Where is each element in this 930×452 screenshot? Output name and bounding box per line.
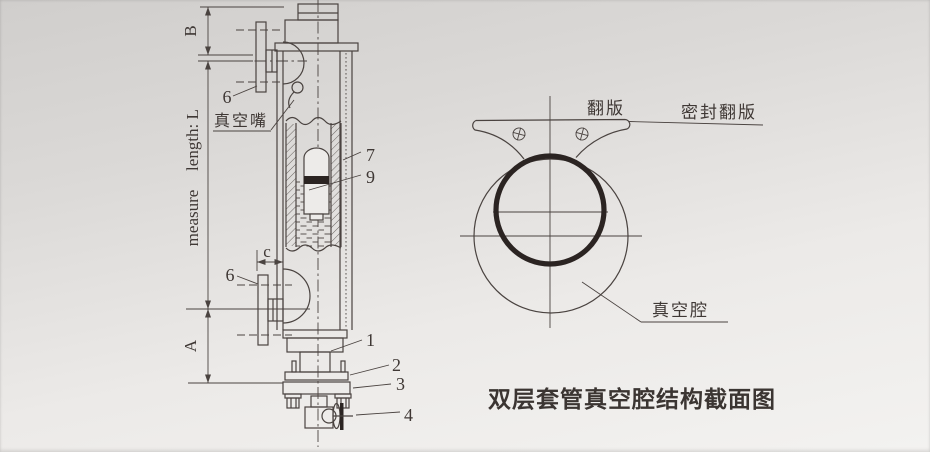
outer-tube-circle [473, 158, 629, 314]
flange-plate-3 [282, 381, 351, 395]
side-view: B length: L measure A [181, 0, 413, 447]
part-7-leader [342, 151, 362, 161]
dimension-c: c [256, 242, 283, 271]
bolt-nut-left [284, 393, 302, 409]
float [303, 147, 330, 221]
lower-weld-boss [282, 268, 311, 324]
part-label-3: 3 [396, 374, 405, 394]
flange-plate-2 [284, 371, 349, 381]
part-label-4: 4 [404, 405, 413, 425]
top-cap [274, 3, 359, 52]
part-label-9: 9 [366, 167, 375, 187]
dimension-label-c: c [263, 242, 271, 261]
sealed-flap-label: 密封翻版 [681, 103, 757, 122]
section-view: 翻版 密封翻版 真空腔 [460, 96, 764, 328]
bolt-stud-left [291, 360, 297, 373]
dimension-label-a: A [181, 339, 200, 352]
vacuum-chamber-leader [581, 281, 642, 323]
upper-flange [233, 21, 307, 93]
part-label-6-top: 6 [223, 87, 232, 107]
screw-right [575, 127, 589, 141]
sealed-flap-underline [628, 121, 764, 126]
float-magnet-band [304, 176, 329, 184]
caption: 双层套管真空腔结构截面图 [488, 386, 776, 412]
break-line-top [285, 116, 342, 126]
part-6-top-leader [232, 85, 258, 97]
dimension-label-length: length: L [183, 109, 202, 171]
inner-tube-circle [493, 153, 607, 267]
tube-bottom-plate [282, 329, 348, 339]
flap-label: 翻版 [587, 99, 625, 118]
upper-weld-boss [282, 41, 305, 85]
vacuum-nozzle-leader [270, 99, 295, 131]
upper-flange-plate [255, 21, 267, 93]
part-2-leader [349, 364, 390, 376]
bolt-stud-right [340, 360, 346, 373]
dimension-label-measure: measure [183, 190, 202, 247]
part-label-1: 1 [366, 330, 375, 350]
part-label-6-bottom: 6 [226, 265, 235, 285]
drain-valve [304, 395, 353, 430]
part-9-leader [308, 174, 362, 191]
lower-flange [237, 268, 311, 346]
vacuum-chamber-label: 真空腔 [652, 301, 709, 320]
part-3-leader [352, 383, 392, 389]
part-6-bottom-leader [236, 275, 259, 285]
top-plate [274, 42, 359, 52]
part-4-leader [355, 411, 401, 416]
part-label-2: 2 [392, 355, 401, 375]
lower-flange-plate [257, 274, 269, 346]
part-1-leader [330, 339, 363, 352]
flap-wing [472, 118, 631, 160]
vacuum-nozzle-port [291, 81, 304, 94]
bottom-neck [299, 351, 331, 373]
valve-body [304, 406, 334, 429]
valve-stem [310, 395, 328, 408]
part-label-7: 7 [366, 145, 375, 165]
dimension-label-b: B [181, 25, 200, 36]
screw-left [512, 127, 526, 141]
vacuum-nozzle-label: 真空嘴 [214, 112, 268, 130]
